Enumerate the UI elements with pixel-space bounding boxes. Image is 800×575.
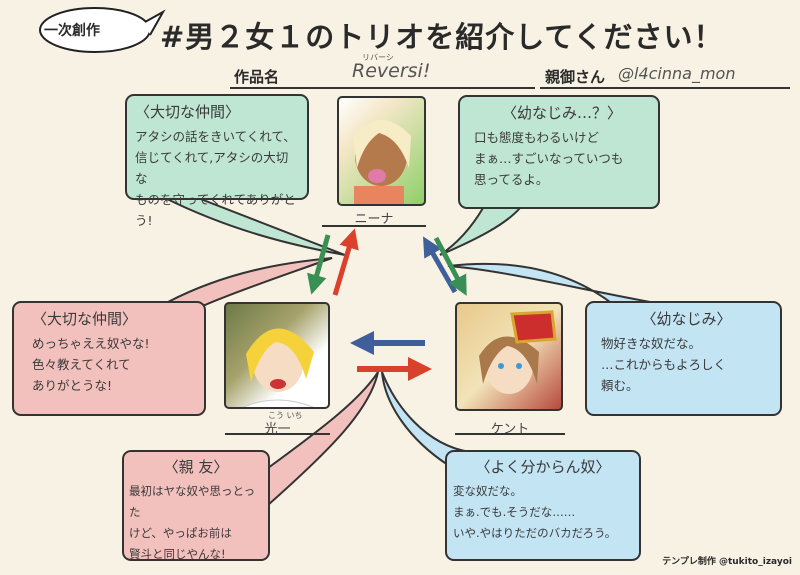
message-line: 物好きな奴だな。 bbox=[601, 336, 702, 351]
tag-bubble bbox=[39, 7, 166, 53]
message-line: ありがとうな! bbox=[32, 378, 113, 393]
work-ruby: リバーシ bbox=[362, 53, 394, 62]
name-nina: ニーナ bbox=[354, 212, 394, 227]
message-koichi-to-nina: 〈大切な仲間〉 めっちゃええ奴やな! 色々教えてくれて ありがとうな! bbox=[12, 301, 206, 416]
template-credit: テンプレ制作 @tukito_izayoi bbox=[662, 557, 792, 567]
message-line: まぁ.でも.そうだな…… bbox=[453, 505, 576, 519]
message-line: けど、やっぱお前は bbox=[129, 526, 232, 540]
work-label: 作品名 bbox=[234, 68, 280, 86]
work-name: Reversi! bbox=[352, 60, 431, 82]
portrait-kent bbox=[455, 302, 563, 411]
message-line: 賢斗と同じやんな! bbox=[129, 547, 226, 561]
arrow-koichi-to-nina bbox=[332, 228, 359, 296]
message-nina-to-kent: 〈幼なじみ…？〉 口も態度もわるいけど まぁ…すごいなっていつも 思ってるよ。 bbox=[458, 95, 660, 209]
message-line: 思ってるよ。 bbox=[474, 172, 549, 187]
message-line: アタシの話をきいてくれて、 bbox=[135, 129, 296, 144]
message-line: 口も態度もわるいけど bbox=[474, 130, 600, 145]
message-koichi-to-kent: 〈親 友〉 最初はヤな奴や思っとった けど、やっぱお前は 賢斗と同じやんな! bbox=[122, 450, 270, 561]
message-heading: 〈大切な仲間〉 bbox=[135, 103, 241, 121]
category-tag: 一次創作 bbox=[44, 23, 100, 39]
message-line: ものを守ってくれてありがとう! bbox=[135, 192, 296, 228]
message-line: 信じてくれて,アタシの大切な bbox=[135, 150, 289, 186]
message-heading: 〈幼なじみ〉 bbox=[641, 310, 732, 328]
message-kent-to-nina: 〈幼なじみ〉 物好きな奴だな。 …これからもよろしく 頼む。 bbox=[585, 301, 782, 416]
message-nina-to-koichi: 〈大切な仲間〉 アタシの話をきいてくれて、 信じてくれて,アタシの大切な ものを… bbox=[125, 94, 309, 228]
ruby-koichi: こう いち bbox=[268, 411, 303, 420]
author-label: 親御さん bbox=[545, 68, 606, 86]
tail-pink-left bbox=[164, 257, 333, 307]
message-kent-to-koichi: 〈よく分からん奴〉 変な奴だな。 まぁ.でも.そうだな…… いや.やはりただのバ… bbox=[445, 450, 641, 561]
message-heading: 〈親 友〉 bbox=[163, 458, 229, 476]
message-line: 最初はヤな奴や思っとった bbox=[129, 484, 256, 519]
portrait-nina bbox=[337, 96, 426, 206]
page-title: #男２女１のトリオを紹介してください！ bbox=[160, 20, 724, 54]
message-line: めっちゃええ奴やな! bbox=[32, 336, 150, 351]
message-heading: 〈よく分からん奴〉 bbox=[475, 458, 611, 476]
message-heading: 〈大切な仲間〉 bbox=[32, 310, 138, 328]
tail-blue-right bbox=[447, 262, 651, 303]
message-line: …これからもよろしく bbox=[601, 357, 727, 372]
message-heading: 〈幼なじみ…？〉 bbox=[501, 104, 622, 122]
tail-green-right bbox=[439, 207, 523, 256]
name-kent: ケント bbox=[490, 422, 530, 437]
message-line: 色々教えてくれて bbox=[32, 357, 131, 372]
arrow-nina-to-kent bbox=[433, 236, 467, 296]
arrow-nina-to-koichi bbox=[307, 234, 331, 295]
message-line: まぁ…すごいなっていつも bbox=[474, 151, 624, 166]
name-koichi: 光一 bbox=[264, 422, 291, 437]
tail-pink-bottom bbox=[267, 371, 379, 508]
author-handle: @l4cinna_mon bbox=[618, 64, 736, 83]
message-line: 頼む。 bbox=[601, 378, 639, 393]
message-line: 変な奴だな。 bbox=[453, 484, 522, 498]
message-line: いや.やはりただのバカだろう。 bbox=[453, 526, 617, 540]
portrait-koichi bbox=[224, 302, 330, 409]
